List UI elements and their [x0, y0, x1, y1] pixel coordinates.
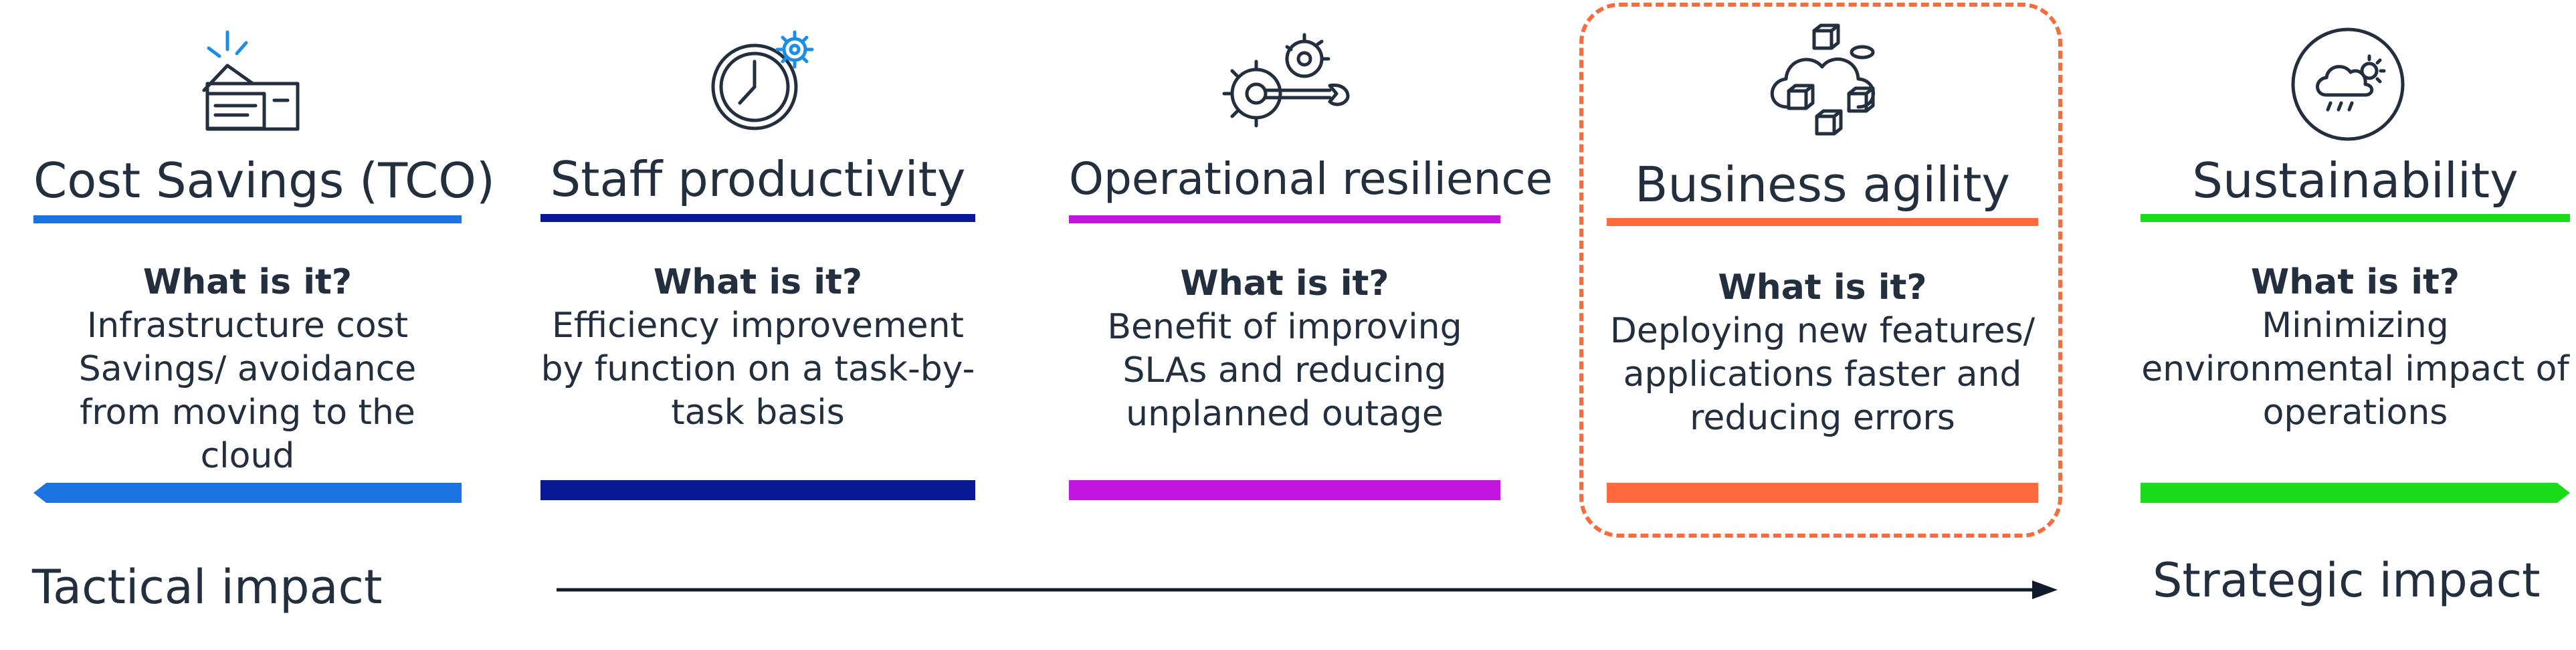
money-check-icon [181, 27, 314, 140]
column-title: Sustainability [2192, 152, 2518, 209]
description-text: Efficiency improvement by function on a … [540, 306, 975, 433]
column-underline [33, 215, 462, 223]
column-description: What is it? Deploying new features/ appl… [1607, 266, 2038, 440]
column-underline [1607, 218, 2038, 226]
cloud-sun-rain-icon [2288, 24, 2408, 144]
what-is-it-label: What is it? [142, 262, 353, 302]
column-underline [1069, 215, 1500, 223]
what-is-it-label: What is it? [653, 262, 863, 302]
gears-wrench-icon [1216, 27, 1357, 140]
what-is-it-label: What is it? [1718, 267, 1927, 308]
strategic-impact-label: Strategic impact [2153, 553, 2541, 608]
column-staff-productivity: Staff productivity What is it? Efficienc… [540, 0, 975, 650]
cloud-boxes-icon [1761, 20, 1888, 147]
column-color-bar [2141, 483, 2570, 503]
description-text: Infrastructure cost Savings/ avoidance f… [78, 306, 417, 476]
column-description: What is it? Minimizing environmental imp… [2141, 261, 2570, 435]
column-description: What is it? Efficiency improvement by fu… [540, 261, 975, 435]
column-title: Operational resilience [1069, 153, 1553, 205]
tactical-impact-label: Tactical impact [32, 560, 383, 615]
what-is-it-label: What is it? [1180, 263, 1389, 304]
column-color-bar [540, 480, 975, 500]
column-title: Business agility [1634, 156, 2011, 213]
column-title: Staff productivity [550, 151, 966, 207]
description-text: Benefit of improving SLAs and reducing u… [1107, 307, 1462, 434]
description-text: Deploying new features/ applications fas… [1609, 311, 2036, 438]
column-business-agility: Business agility What is it? Deploying n… [1607, 0, 2038, 650]
column-description: What is it? Infrastructure cost Savings/… [33, 261, 462, 478]
column-color-bar [1607, 483, 2038, 503]
business-agility-highlight-frame [1579, 3, 2062, 538]
column-color-bar [33, 483, 462, 503]
column-underline [540, 214, 975, 222]
column-title: Cost Savings (TCO) [33, 152, 496, 209]
column-operational-resilience: Operational resilience What is it? Benef… [1069, 0, 1553, 650]
column-description: What is it? Benefit of improving SLAs an… [1069, 262, 1500, 436]
column-cost-savings: Cost Savings (TCO) What is it? Infrastru… [33, 0, 496, 650]
column-underline [2141, 214, 2570, 222]
description-text: Minimizing environmental impact of opera… [2141, 306, 2569, 433]
impact-arrow [557, 580, 2058, 599]
column-sustainability: Sustainability What is it? Minimizing en… [2141, 0, 2570, 650]
column-color-bar [1069, 480, 1500, 500]
clock-gear-icon [701, 20, 828, 140]
what-is-it-label: What is it? [2250, 262, 2460, 302]
